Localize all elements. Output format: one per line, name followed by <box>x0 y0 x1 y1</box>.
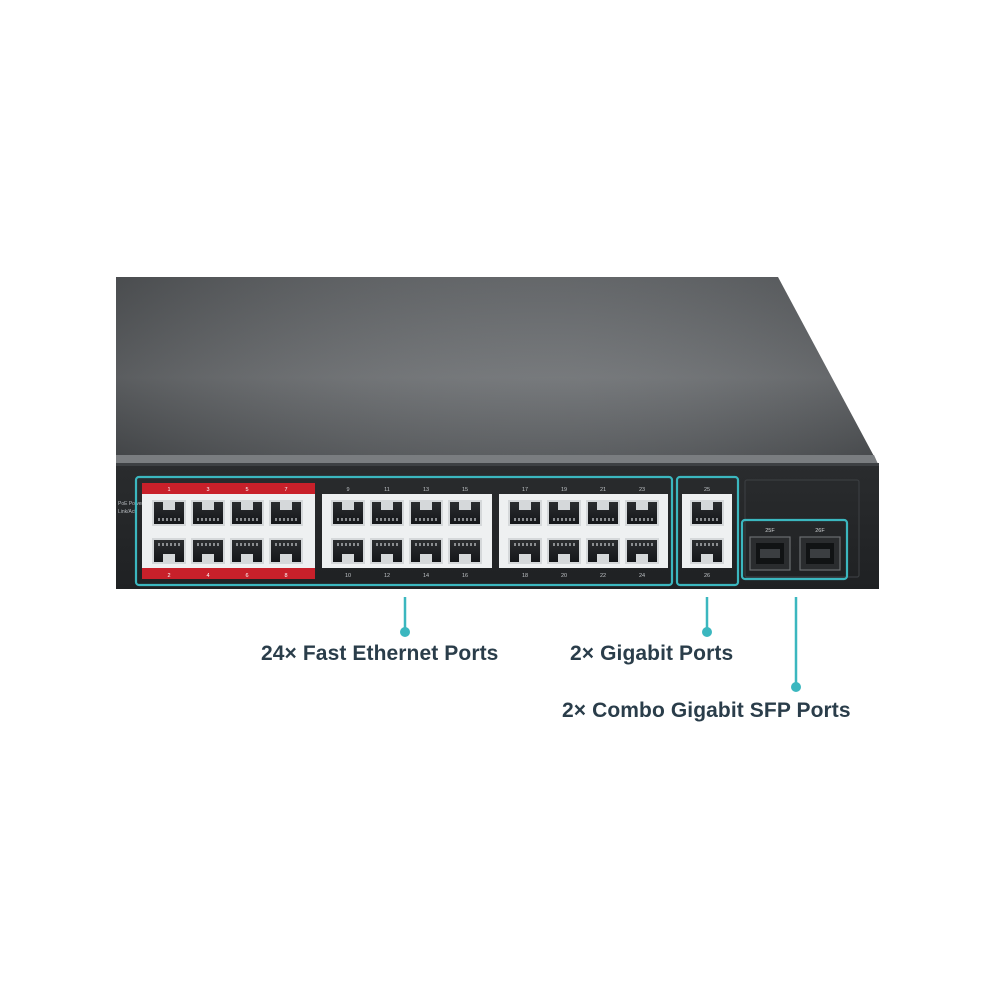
highlight-boxes <box>134 475 849 587</box>
port-number-label: 10 <box>345 573 351 579</box>
fast-ethernet-pointer-dot <box>400 627 410 637</box>
rj45-port-bottom <box>331 538 365 564</box>
port-number-label: 17 <box>522 487 528 493</box>
fast-ethernet-ports-label: 24× Fast Ethernet Ports <box>261 642 499 665</box>
rj45-port-top <box>331 500 365 526</box>
poe-indicator-strips <box>142 483 315 579</box>
port-number-label: 21 <box>600 487 606 493</box>
rj45-port-bottom <box>547 538 581 564</box>
rj45-port-top <box>370 500 404 526</box>
port-number-label: 26 <box>704 573 710 579</box>
sfp-pointer-dot <box>791 682 801 692</box>
port-number-label: 24 <box>639 573 645 579</box>
rj45-port-bottom <box>409 538 443 564</box>
port-number-label: 5 <box>245 487 248 493</box>
port-number-label: 1 <box>167 487 170 493</box>
rj45-port-top <box>625 500 659 526</box>
sfp-label-25f: 25F <box>765 528 775 534</box>
gigabit-ports-label: 2× Gigabit Ports <box>570 642 734 665</box>
port-number-label: 18 <box>522 573 528 579</box>
rj45-port-bottom <box>370 538 404 564</box>
port-number-label: 13 <box>423 487 429 493</box>
port-number-label: 12 <box>384 573 390 579</box>
rj45-port-bottom <box>269 538 303 564</box>
port-number-label: 16 <box>462 573 468 579</box>
fast-ethernet-highlight-box <box>134 475 674 587</box>
rj45-port-top <box>230 500 264 526</box>
rj45-port-top <box>448 500 482 526</box>
rj45-port-top <box>409 500 443 526</box>
port-number-label: 7 <box>284 487 287 493</box>
rj45-port-bottom <box>625 538 659 564</box>
port-number-label: 9 <box>346 487 349 493</box>
switch-top-surface <box>116 277 878 464</box>
port-number-label: 11 <box>384 487 390 493</box>
rj45-port-bottom <box>586 538 620 564</box>
panel-text-link: Link/Act <box>118 509 136 515</box>
rj45-port-top <box>547 500 581 526</box>
gigabit-highlight-box <box>675 475 740 587</box>
gigabit-port-top <box>690 500 724 526</box>
rj45-port-bottom <box>191 538 225 564</box>
rj45-port-bottom <box>448 538 482 564</box>
port-number-label: 8 <box>284 573 287 579</box>
rj45-ports <box>152 500 724 564</box>
port-number-label: 22 <box>600 573 606 579</box>
port-number-label: 4 <box>206 573 209 579</box>
gigabit-pointer-dot <box>702 627 712 637</box>
gigabit-port-bottom <box>690 538 724 564</box>
port-number-label: 3 <box>206 487 209 493</box>
port-number-label: 2 <box>167 573 170 579</box>
port-number-label: 23 <box>639 487 645 493</box>
rj45-port-top <box>586 500 620 526</box>
rj45-port-top <box>269 500 303 526</box>
panel-text-poe: PoE Power <box>118 501 143 507</box>
rj45-port-top <box>152 500 186 526</box>
port-number-label: 19 <box>561 487 567 493</box>
combo-sfp-ports-label: 2× Combo Gigabit SFP Ports <box>562 699 851 722</box>
callout-pointers <box>400 597 801 692</box>
port-number-label: 14 <box>423 573 429 579</box>
port-number-label: 15 <box>462 487 468 493</box>
port-number-label: 20 <box>561 573 567 579</box>
rj45-port-bottom <box>508 538 542 564</box>
rj45-port-top <box>191 500 225 526</box>
sfp-highlight-box <box>740 518 849 581</box>
rj45-port-top <box>508 500 542 526</box>
sfp-label-26f: 26F <box>815 528 825 534</box>
rj45-port-bottom <box>230 538 264 564</box>
rj45-port-bottom <box>152 538 186 564</box>
port-number-label: 25 <box>704 487 710 493</box>
sfp-cages <box>749 536 841 571</box>
port-number-label: 6 <box>245 573 248 579</box>
